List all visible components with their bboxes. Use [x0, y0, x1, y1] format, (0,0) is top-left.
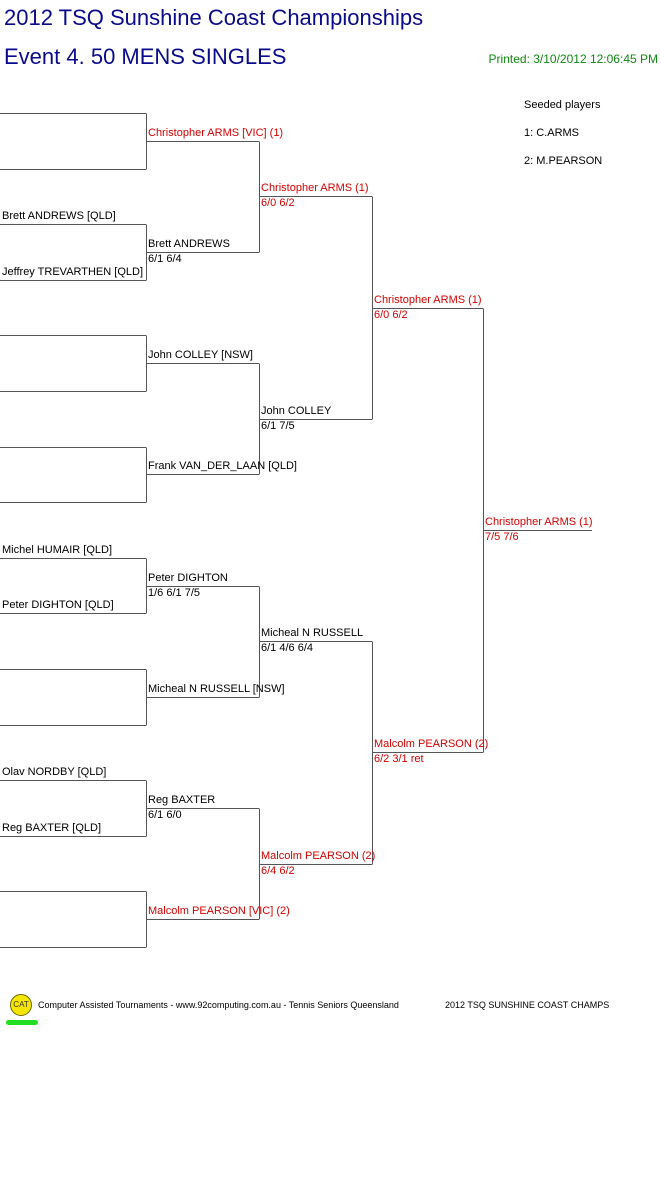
- match-score: 6/2 3/1 ret: [374, 753, 424, 765]
- seed-entry-2: 2: M.PEARSON: [524, 155, 603, 167]
- player-name: Malcolm PEARSON (2): [374, 738, 489, 750]
- player-name: Peter DIGHTON [QLD]: [2, 599, 114, 611]
- footer: CAT Computer Assisted Tournaments - www.…: [0, 992, 661, 1032]
- cat-logo-icon: CAT: [10, 994, 32, 1016]
- match-score: 6/1 4/6 6/4: [261, 642, 313, 654]
- player-name: Jeffrey TREVARTHEN [QLD]: [2, 266, 144, 278]
- player-name: Malcolm PEARSON [VIC] (2): [148, 905, 290, 917]
- match-score: 6/0 6/2: [374, 309, 408, 321]
- tournament-title: 2012 TSQ Sunshine Coast Championships: [4, 5, 424, 30]
- printed-timestamp: Printed: 3/10/2012 12:06:45 PM: [488, 52, 658, 66]
- event-title: Event 4. 50 MENS SINGLES: [4, 44, 287, 69]
- footer-event-name: 2012 TSQ SUNSHINE COAST CHAMPS: [445, 1000, 610, 1010]
- logo-underline: [6, 1020, 38, 1025]
- player-name: Christopher ARMS [VIC] (1): [148, 127, 284, 139]
- match-score: 6/0 6/2: [261, 197, 295, 209]
- match-score: 6/4 6/2: [261, 865, 295, 877]
- match-score: 1/6 6/1 7/5: [148, 587, 200, 599]
- match-score: 7/5 7/6: [485, 531, 519, 543]
- draw-bracket: Brett ANDREWS [QLD] Jeffrey TREVARTHEN [Q…: [0, 113, 593, 948]
- bracket-lines: [0, 113, 592, 948]
- footer-credit: Computer Assisted Tournaments - www.92co…: [38, 1000, 399, 1010]
- player-name: Frank VAN_DER_LAAN [QLD]: [148, 460, 297, 472]
- match-score: 6/1 7/5: [261, 420, 295, 432]
- player-name: Micheal N RUSSELL: [261, 627, 364, 639]
- player-name: John COLLEY: [261, 405, 332, 417]
- player-name: Michel HUMAIR [QLD]: [2, 544, 113, 556]
- player-name: Malcolm PEARSON (2): [261, 850, 376, 862]
- player-name: Peter DIGHTON: [148, 572, 228, 584]
- player-name: Micheal N RUSSELL [NSW]: [148, 683, 285, 695]
- seeded-players-heading: Seeded players: [524, 99, 601, 111]
- match-score: 6/1 6/4: [148, 253, 182, 265]
- player-name: Brett ANDREWS [QLD]: [2, 210, 116, 222]
- player-name: John COLLEY [NSW]: [148, 349, 253, 361]
- seed-entry-1: 1: C.ARMS: [524, 127, 580, 139]
- match-score: 6/1 6/0: [148, 809, 182, 821]
- player-name: Christopher ARMS (1): [261, 182, 369, 194]
- player-name: Christopher ARMS (1): [485, 516, 593, 528]
- player-name: Olav NORDBY [QLD]: [2, 766, 107, 778]
- player-name: Christopher ARMS (1): [374, 294, 482, 306]
- player-name: Brett ANDREWS: [148, 238, 230, 250]
- player-name: Reg BAXTER [QLD]: [2, 822, 102, 834]
- player-name: Reg BAXTER: [148, 794, 216, 806]
